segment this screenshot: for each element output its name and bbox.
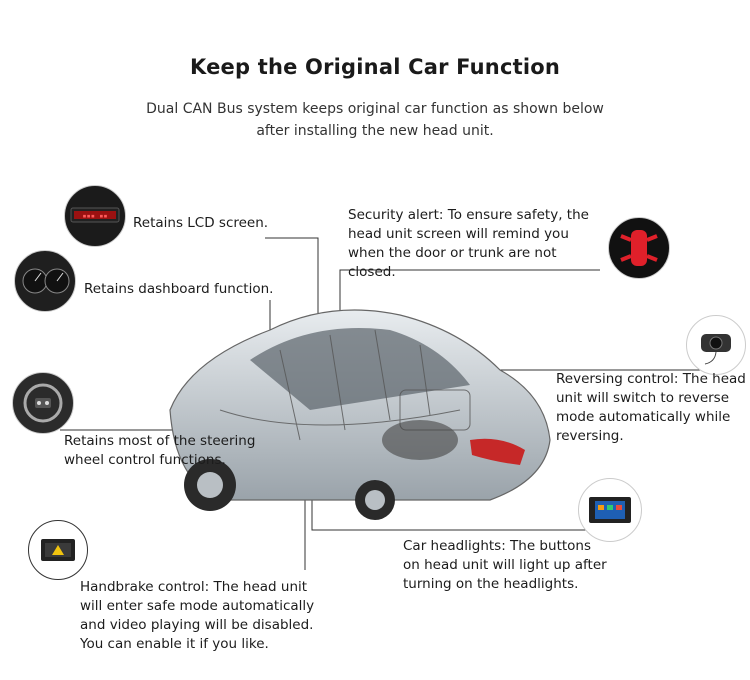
label-steering: Retains most of the steering wheel contr… — [64, 433, 256, 468]
svg-text:▪▪▪ ▪▪: ▪▪▪ ▪▪ — [82, 212, 107, 220]
head-unit-screen-icon — [578, 478, 642, 542]
label-lcd: Retains LCD screen. — [133, 215, 269, 231]
head-unit-warning-icon — [28, 520, 88, 580]
lcd-screen-icon: ▪▪▪ ▪▪ — [64, 185, 126, 247]
label-security: Security alert: To ensure safety, the he… — [348, 207, 589, 280]
car-door-alert-icon — [608, 217, 670, 279]
label-reversing: Reversing control: The head unit will sw… — [556, 371, 746, 444]
dashboard-gauge-icon — [14, 250, 76, 312]
label-dashboard: Retains dashboard function. — [84, 281, 274, 297]
reverse-camera-icon — [686, 315, 746, 375]
page-title: Keep the Original Car Function — [189, 55, 561, 79]
label-headlights: Car headlights: The buttons on head unit… — [403, 538, 607, 592]
steering-wheel-buttons-icon — [12, 372, 74, 434]
page-subtitle: Dual CAN Bus system keeps original car f… — [146, 101, 604, 139]
car-cutaway-illustration — [169, 309, 551, 520]
label-handbrake: Handbrake control: The head unit will en… — [80, 579, 315, 652]
